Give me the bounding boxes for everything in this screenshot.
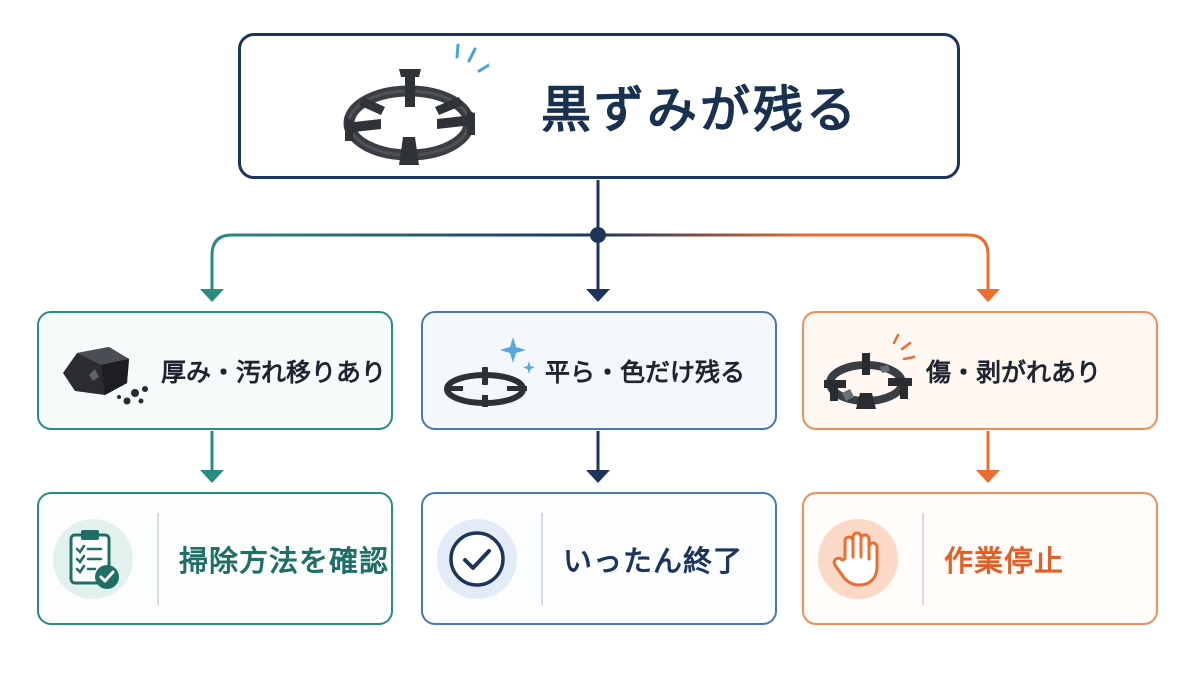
arrow-head: [200, 289, 224, 302]
result-label: いったん終了: [563, 543, 744, 578]
arrow-head: [976, 470, 1000, 483]
condition-scratch-peel: 傷・剥がれあり: [802, 311, 1158, 430]
damaged-grate-icon: [824, 333, 916, 409]
result-label: 掃除方法を確認: [179, 543, 390, 578]
divider: [157, 512, 159, 605]
clipboard-check-icon: [69, 529, 119, 589]
divider: [922, 512, 924, 605]
condition-label: 傷・剥がれあり: [926, 357, 1102, 387]
branch-line-left: [210, 233, 598, 290]
arrow-head: [200, 470, 224, 483]
carbon-chunk-icon: [63, 346, 148, 404]
condition-flat-color: 平ら・色だけ残る: [421, 311, 777, 430]
arrow-head: [586, 470, 610, 483]
root-title: 黒ずみが残る: [541, 81, 859, 139]
result-finish: いったん終了: [421, 492, 777, 625]
arrow-head: [976, 289, 1000, 302]
junction-dot: [590, 227, 606, 243]
result-check-method: 掃除方法を確認: [37, 492, 393, 625]
result-icon-badge: [53, 518, 133, 599]
condition-thick-dirt: 厚み・汚れ移りあり: [37, 311, 393, 430]
root-node: 黒ずみが残る: [238, 33, 960, 179]
divider: [541, 512, 543, 605]
arrow-head: [586, 289, 610, 302]
check-circle-icon: [449, 530, 505, 587]
result-label: 作業停止: [944, 543, 1065, 578]
result-icon-badge: [818, 518, 898, 599]
condition-label: 厚み・汚れ移りあり: [161, 357, 387, 387]
result-stop-work: 作業停止: [802, 492, 1158, 625]
stop-hand-icon: [832, 531, 879, 586]
sparkle-grate-icon: [444, 336, 535, 407]
condition-label: 平ら・色だけ残る: [545, 357, 746, 387]
result-icon-badge: [437, 518, 517, 599]
gas-burner-grate-icon: [343, 43, 489, 165]
branch-line-right: [598, 233, 990, 290]
